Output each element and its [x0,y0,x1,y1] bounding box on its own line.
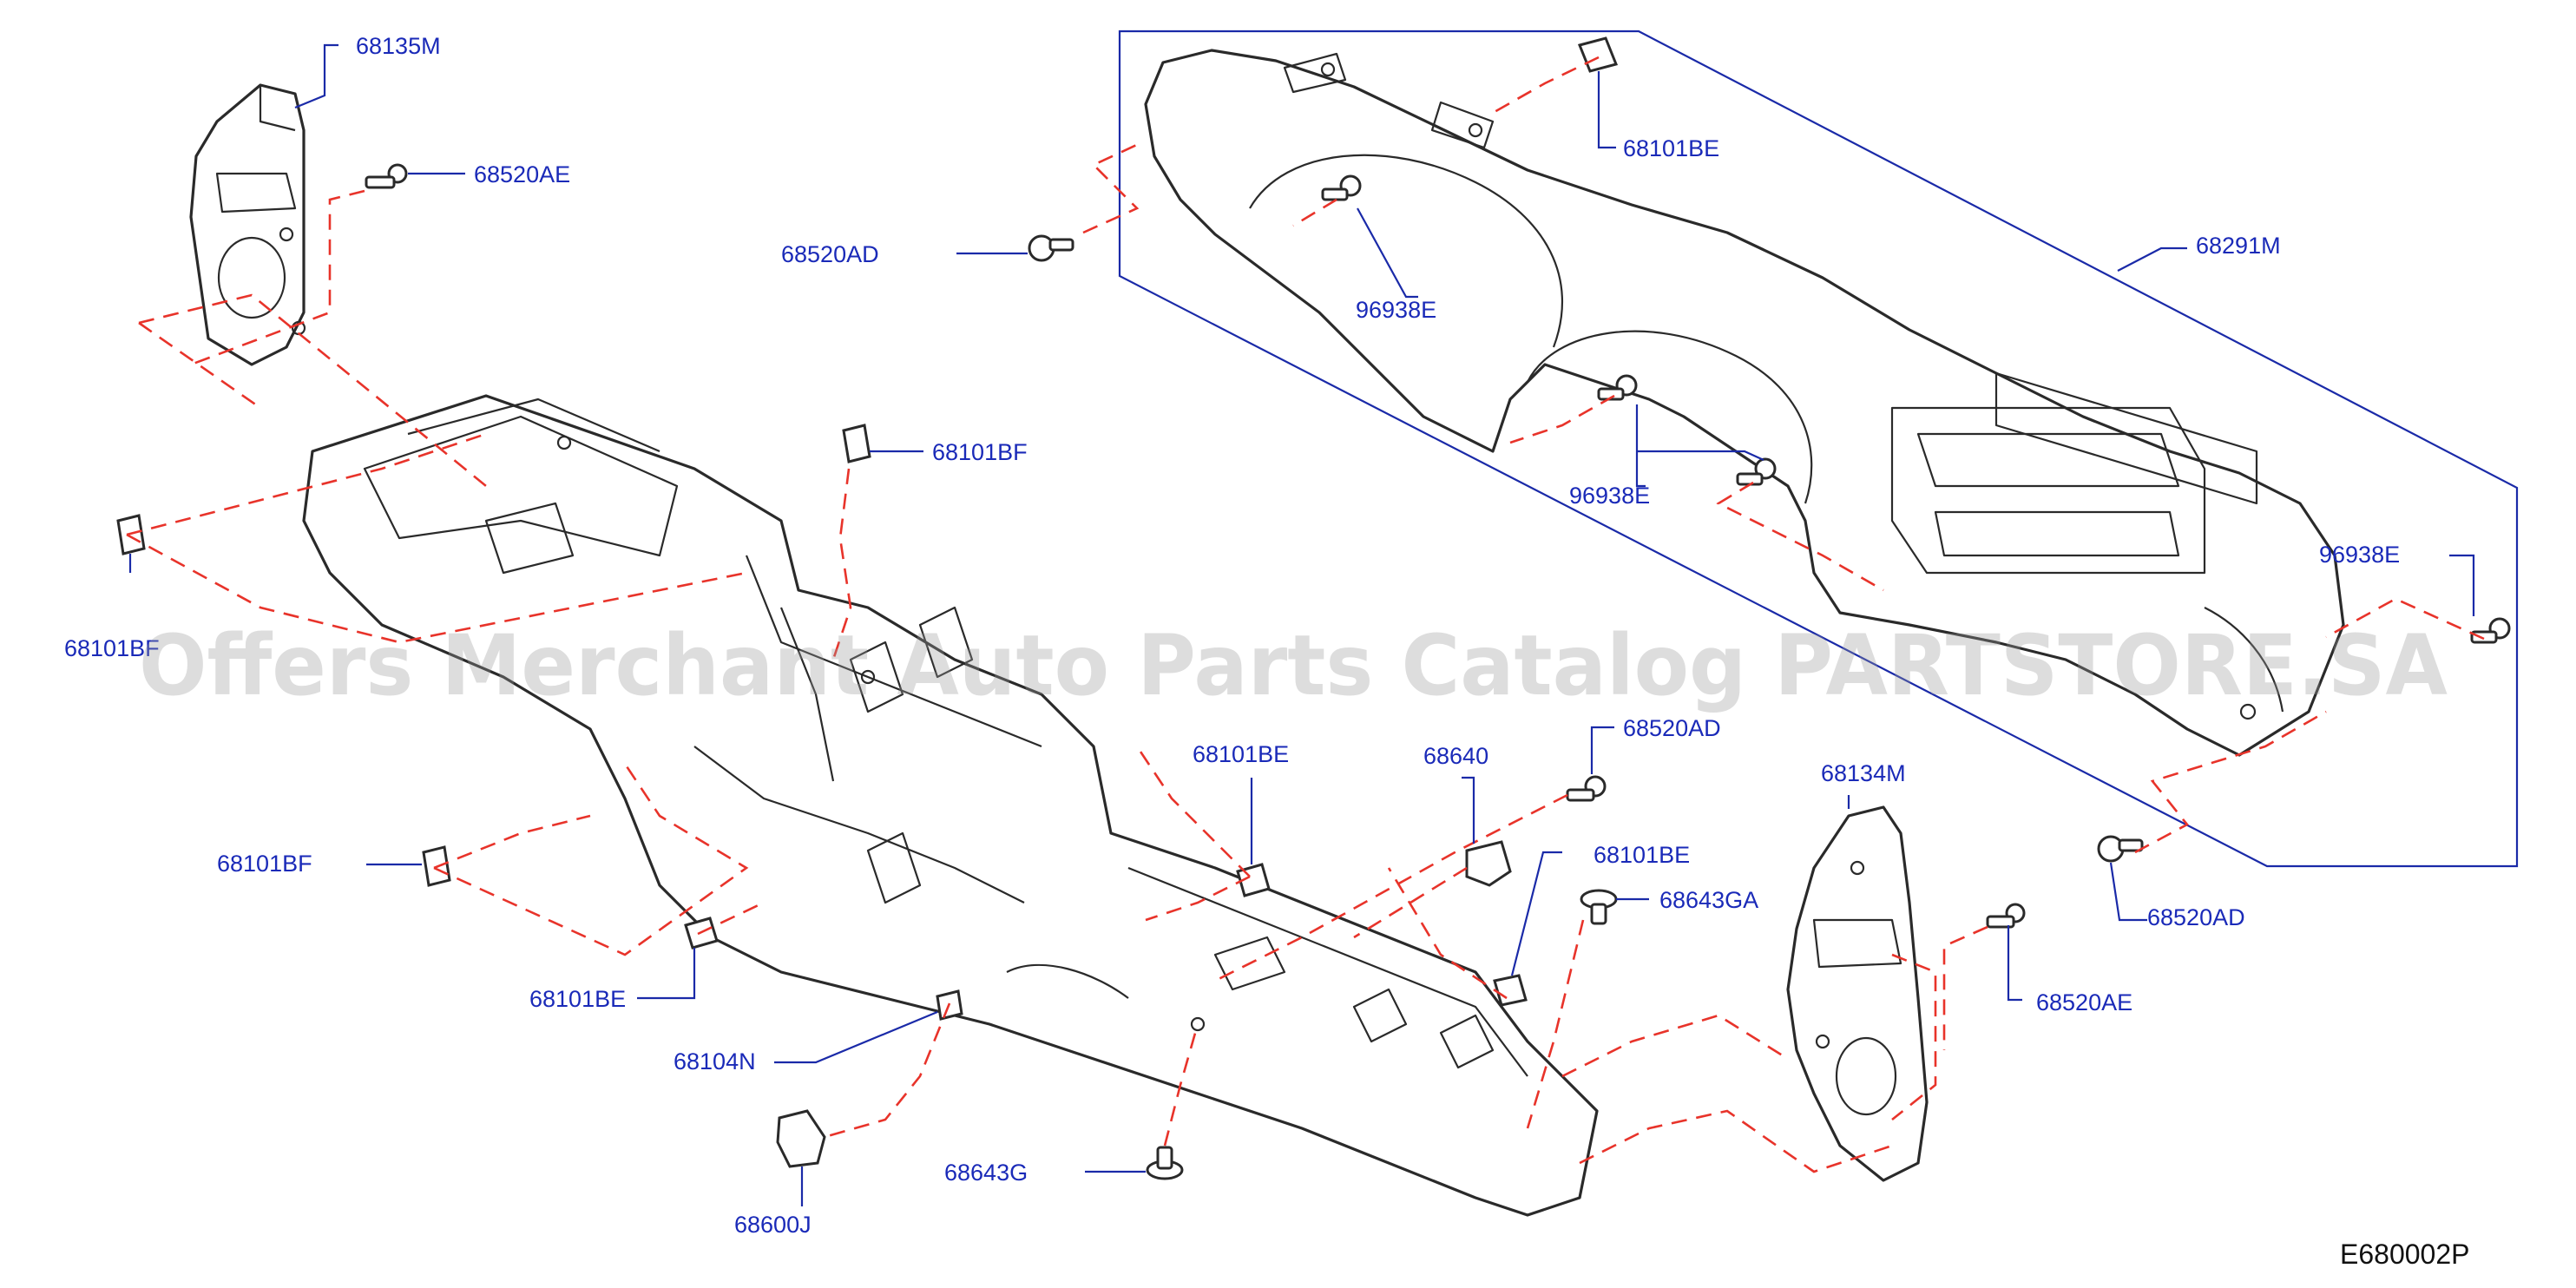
leader-68101BE-right [1510,851,1562,976]
label-68101BF-mid: 68101BF [932,439,1028,465]
screw-96938E-c [2470,617,2511,644]
leader-96938E-a [1357,207,1418,299]
label-68600J: 68600J [734,1212,812,1238]
leader-68101BE-lower [637,948,696,1000]
label-68291M: 68291M [2196,233,2281,259]
label-68643G: 68643G [944,1160,1028,1186]
clip-68101BE-top [1577,36,1619,73]
label-68101BF-left: 68101BF [64,635,160,661]
label-68135M: 68135M [356,33,441,59]
label-68101BE-lower: 68101BE [529,986,626,1012]
push-pin-68643G [1146,1146,1184,1180]
label-68640: 68640 [1423,743,1488,769]
bolt-68520AE-top [365,163,408,189]
right-side-bracket [1786,805,1929,1182]
label-68104N: 68104N [674,1048,756,1074]
label-68101BE-right: 68101BE [1594,842,1690,868]
leader-68520AD-mid [1590,726,1614,774]
leader-68640 [1462,776,1475,844]
label-96938E-c: 96938E [2319,542,2400,568]
label-68101BE-center: 68101BE [1193,741,1289,767]
leader-68101BE-top [1597,71,1616,149]
screw-96938E-b-2 [1736,457,1777,486]
bolt-68520AD-right [2097,835,2144,863]
screw-96938E-b-1 [1597,374,1638,401]
label-68101BE-top: 68101BE [1623,135,1719,161]
label-68643GA: 68643GA [1659,887,1758,913]
upper-instrument-panel [1144,49,2345,757]
label-96938E-a: 96938E [1356,297,1436,323]
fasteners [116,36,2511,1180]
upper-assembly-frame [1118,30,2519,868]
leader-96938E-b2 [1637,450,1764,462]
bracket-68640 [1465,840,1512,887]
label-68520AE-top: 68520AE [474,161,570,187]
clip-68101BF-mid [842,424,871,463]
leader-68104N [774,1010,938,1064]
left-side-bracket [189,83,306,366]
bolt-68520AD-top [1028,234,1074,262]
push-pin-68643GA [1580,889,1618,925]
screw-96938E-a [1321,174,1362,201]
assembly-lines [126,56,2485,1173]
label-68101BF-lower: 68101BF [217,851,312,877]
watermark-text: Offers Merchant Auto Parts Catalog PARTS… [139,617,2448,714]
bracket-68600J [776,1109,826,1168]
bolt-68520AD-mid [1566,775,1607,802]
leader-96938E-c [2449,554,2475,616]
label-68520AD-right: 68520AD [2147,904,2245,930]
label-68134M: 68134M [1821,760,1906,786]
leader-68291M [2117,246,2187,272]
label-68520AD-mid: 68520AD [1623,715,1721,741]
leader-lines [128,43,2475,1206]
label-68520AD-top: 68520AD [781,241,879,267]
label-68520AE-right: 68520AE [2036,989,2132,1015]
clip-68101BE-right [1493,974,1528,1007]
leader-96938E-b [1635,404,1646,488]
lower-instrument-panel [302,394,1599,1217]
leader-68135M [294,43,338,109]
part-labels: 68135M 68520AE 68101BE 68520AD 68291M 96… [64,33,2400,1238]
label-96938E-b: 96938E [1569,483,1650,509]
leader-68520AD-right [2109,862,2147,922]
diagram-code: E680002P [2340,1239,2469,1270]
leader-68520AE-right [2007,925,2022,1002]
bolt-68520AE-right [1986,903,2026,929]
